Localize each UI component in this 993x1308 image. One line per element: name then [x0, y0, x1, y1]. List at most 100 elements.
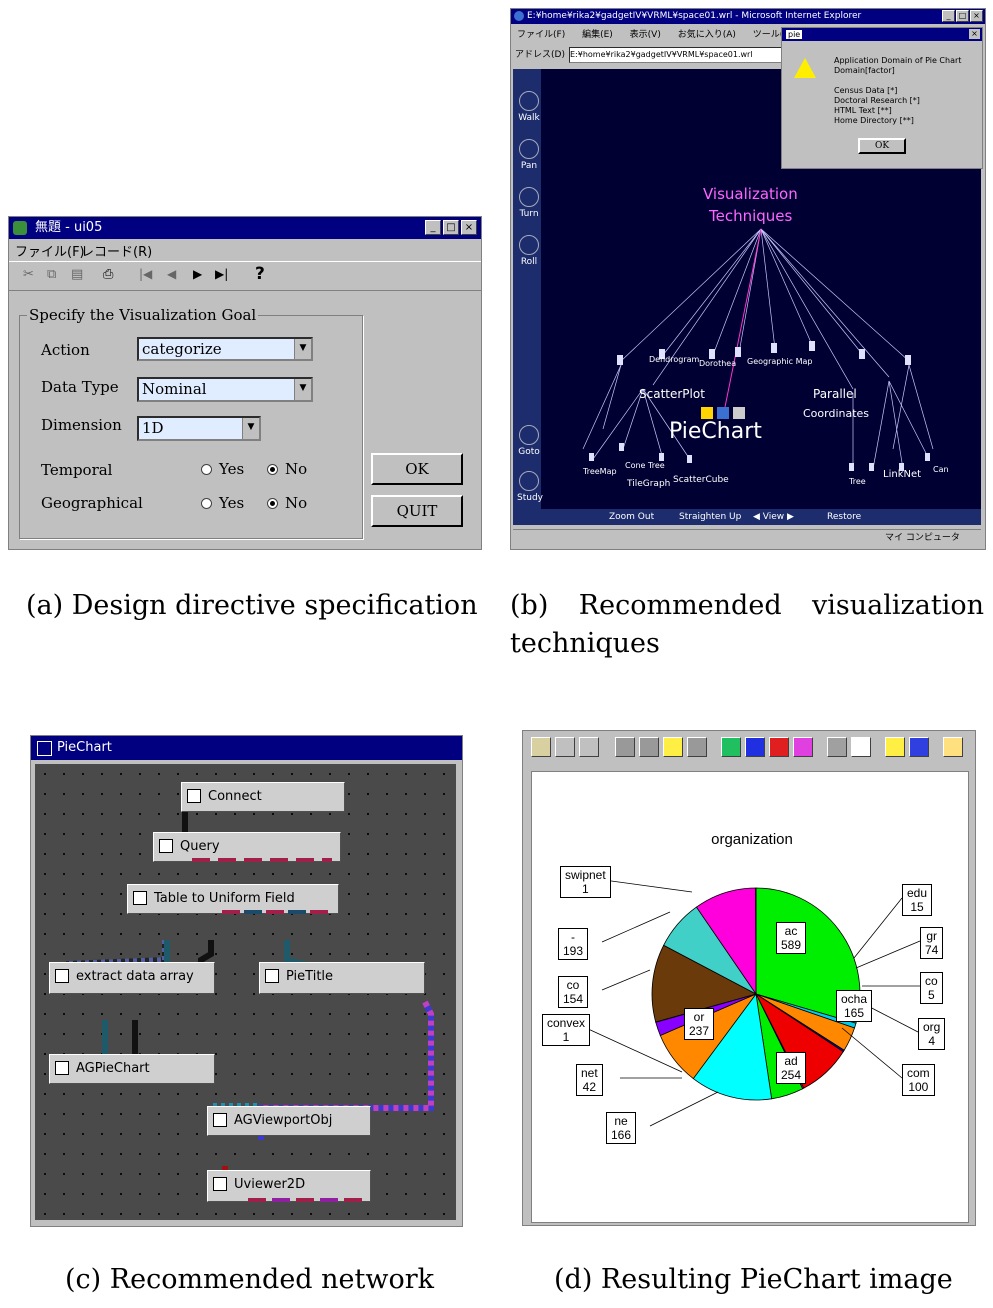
tool-grab-icon[interactable] — [579, 737, 599, 757]
chevron-down-icon[interactable]: ▼ — [294, 339, 311, 359]
menu-file[interactable]: ファイル(F) — [517, 30, 566, 40]
close-button[interactable]: × — [970, 10, 983, 22]
goto-tool[interactable]: Goto — [517, 425, 541, 457]
table-to-uniform-field-node[interactable]: Table to Uniform Field — [127, 884, 339, 914]
minimize-button[interactable]: _ — [942, 10, 955, 22]
menu-file[interactable]: ファイル(F) — [15, 245, 85, 260]
view-label: View — [762, 512, 785, 522]
straighten-up-button[interactable]: Straighten Up — [679, 512, 742, 522]
datatype-label: Data Type — [41, 378, 119, 396]
dialog-ok-button[interactable]: OK — [858, 138, 906, 154]
leader-line — [603, 879, 693, 893]
roll-tool[interactable]: Roll — [517, 235, 541, 267]
temporal-yes-radio[interactable] — [201, 464, 212, 475]
geographical-no-radio[interactable] — [267, 498, 278, 509]
last-record-icon[interactable]: ▶| — [215, 267, 229, 281]
dialog-close-button[interactable]: × — [969, 29, 980, 39]
minimize-button[interactable]: _ — [425, 220, 441, 235]
leader-line — [855, 940, 921, 969]
agpiechart-node[interactable]: AGPieChart — [49, 1054, 215, 1084]
tool-cube-icon[interactable] — [909, 737, 929, 757]
walk-tool[interactable]: Walk — [517, 91, 541, 123]
maximize-button[interactable]: □ — [443, 220, 459, 235]
menu-view[interactable]: 表示(V) — [629, 30, 661, 40]
leader-line — [601, 911, 671, 943]
warning-icon — [794, 58, 816, 78]
roll-icon — [519, 235, 539, 255]
first-record-icon[interactable]: |◀ — [139, 267, 153, 281]
maximize-button[interactable]: □ — [956, 10, 969, 22]
slice-name: convex — [547, 1016, 586, 1030]
tool-color-icon[interactable] — [793, 737, 813, 757]
tool-pan-icon[interactable] — [663, 737, 683, 757]
quit-button[interactable]: QUIT — [371, 495, 463, 527]
extract-data-array-node[interactable]: extract data array — [49, 962, 215, 994]
slice-value: 165 — [844, 1006, 865, 1020]
menu-favorites[interactable]: お気に入り(A) — [677, 30, 736, 40]
study-tool[interactable]: Study — [517, 471, 543, 503]
geographical-yes-radio[interactable] — [201, 498, 212, 509]
leaf-conetree: Cone Tree — [625, 461, 665, 470]
next-record-icon[interactable]: ▶ — [193, 267, 203, 281]
menu-tools[interactable]: ツール(T) — [752, 30, 793, 40]
tool-cross-icon[interactable] — [687, 737, 707, 757]
close-button[interactable]: × — [461, 220, 477, 235]
view-button[interactable]: ◀ View ▶ — [753, 512, 794, 522]
tool-light-icon[interactable] — [943, 737, 963, 757]
agviewportobj-node[interactable]: AGViewportObj — [207, 1106, 371, 1136]
tool-move-icon[interactable] — [531, 737, 551, 757]
slice-name: co — [566, 978, 580, 992]
tool-red-icon[interactable] — [769, 737, 789, 757]
slice-value: 1 — [582, 882, 589, 896]
menu-record[interactable]: レコード(R) — [81, 245, 153, 260]
print-icon[interactable]: ⎙ — [103, 267, 114, 282]
tool-green-icon[interactable] — [721, 737, 741, 757]
action-select[interactable]: categorize ▼ — [137, 337, 313, 361]
tool-rotate-icon[interactable] — [615, 737, 635, 757]
tool-layer-icon[interactable] — [827, 737, 847, 757]
zoom-out-button[interactable]: Zoom Out — [609, 512, 655, 522]
tool-blue-icon[interactable] — [745, 737, 765, 757]
pan-icon — [519, 139, 539, 159]
action-label: Action — [41, 341, 90, 359]
node-label: PieTitle — [286, 969, 334, 984]
chevron-down-icon[interactable]: ▼ — [294, 379, 311, 400]
tool-fit-icon[interactable] — [885, 737, 905, 757]
dialog-title: pie — [786, 30, 803, 39]
cut-icon[interactable]: ✂ — [23, 267, 34, 282]
chevron-down-icon[interactable]: ▼ — [242, 418, 259, 439]
tool-text-icon[interactable] — [851, 737, 871, 757]
temporal-no-label: No — [285, 460, 308, 478]
tool-scale-icon[interactable] — [639, 737, 659, 757]
help-icon[interactable]: ? — [255, 264, 265, 284]
menu-edit[interactable]: 編集(E) — [582, 30, 613, 40]
restore-button[interactable]: Restore — [827, 512, 862, 522]
slice-value: 74 — [925, 943, 939, 957]
datatype-select[interactable]: Nominal ▼ — [137, 377, 313, 402]
pie-slice-ad — [692, 992, 773, 1101]
query-node[interactable]: Query — [153, 832, 341, 862]
slice-value: 254 — [781, 1068, 802, 1082]
leaf-can: Can — [933, 465, 949, 474]
slice-value: 154 — [563, 992, 584, 1006]
pie-slice-or — [651, 944, 758, 1023]
slice-value: 100 — [908, 1080, 929, 1094]
address-input[interactable]: E:¥home¥rika2¥gadgetIV¥VRML¥space01.wrl — [569, 47, 785, 63]
prev-record-icon[interactable]: ◀ — [167, 267, 177, 281]
caption-b2: techniques — [510, 628, 660, 659]
copy-icon[interactable]: ⧉ — [47, 267, 57, 282]
pietitle-node[interactable]: PieTitle — [259, 962, 425, 994]
tool-select-icon[interactable] — [555, 737, 575, 757]
app-icon — [13, 221, 27, 235]
temporal-no-radio[interactable] — [267, 464, 278, 475]
ok-button[interactable]: OK — [371, 453, 463, 485]
pan-tool[interactable]: Pan — [517, 139, 541, 171]
uviewer2d-node[interactable]: Uviewer2D — [207, 1170, 371, 1202]
dimension-select[interactable]: 1D ▼ — [137, 416, 261, 441]
paste-icon[interactable]: ▤ — [71, 267, 84, 282]
connect-node[interactable]: Connect — [181, 782, 345, 812]
turn-tool[interactable]: Turn — [517, 187, 541, 219]
